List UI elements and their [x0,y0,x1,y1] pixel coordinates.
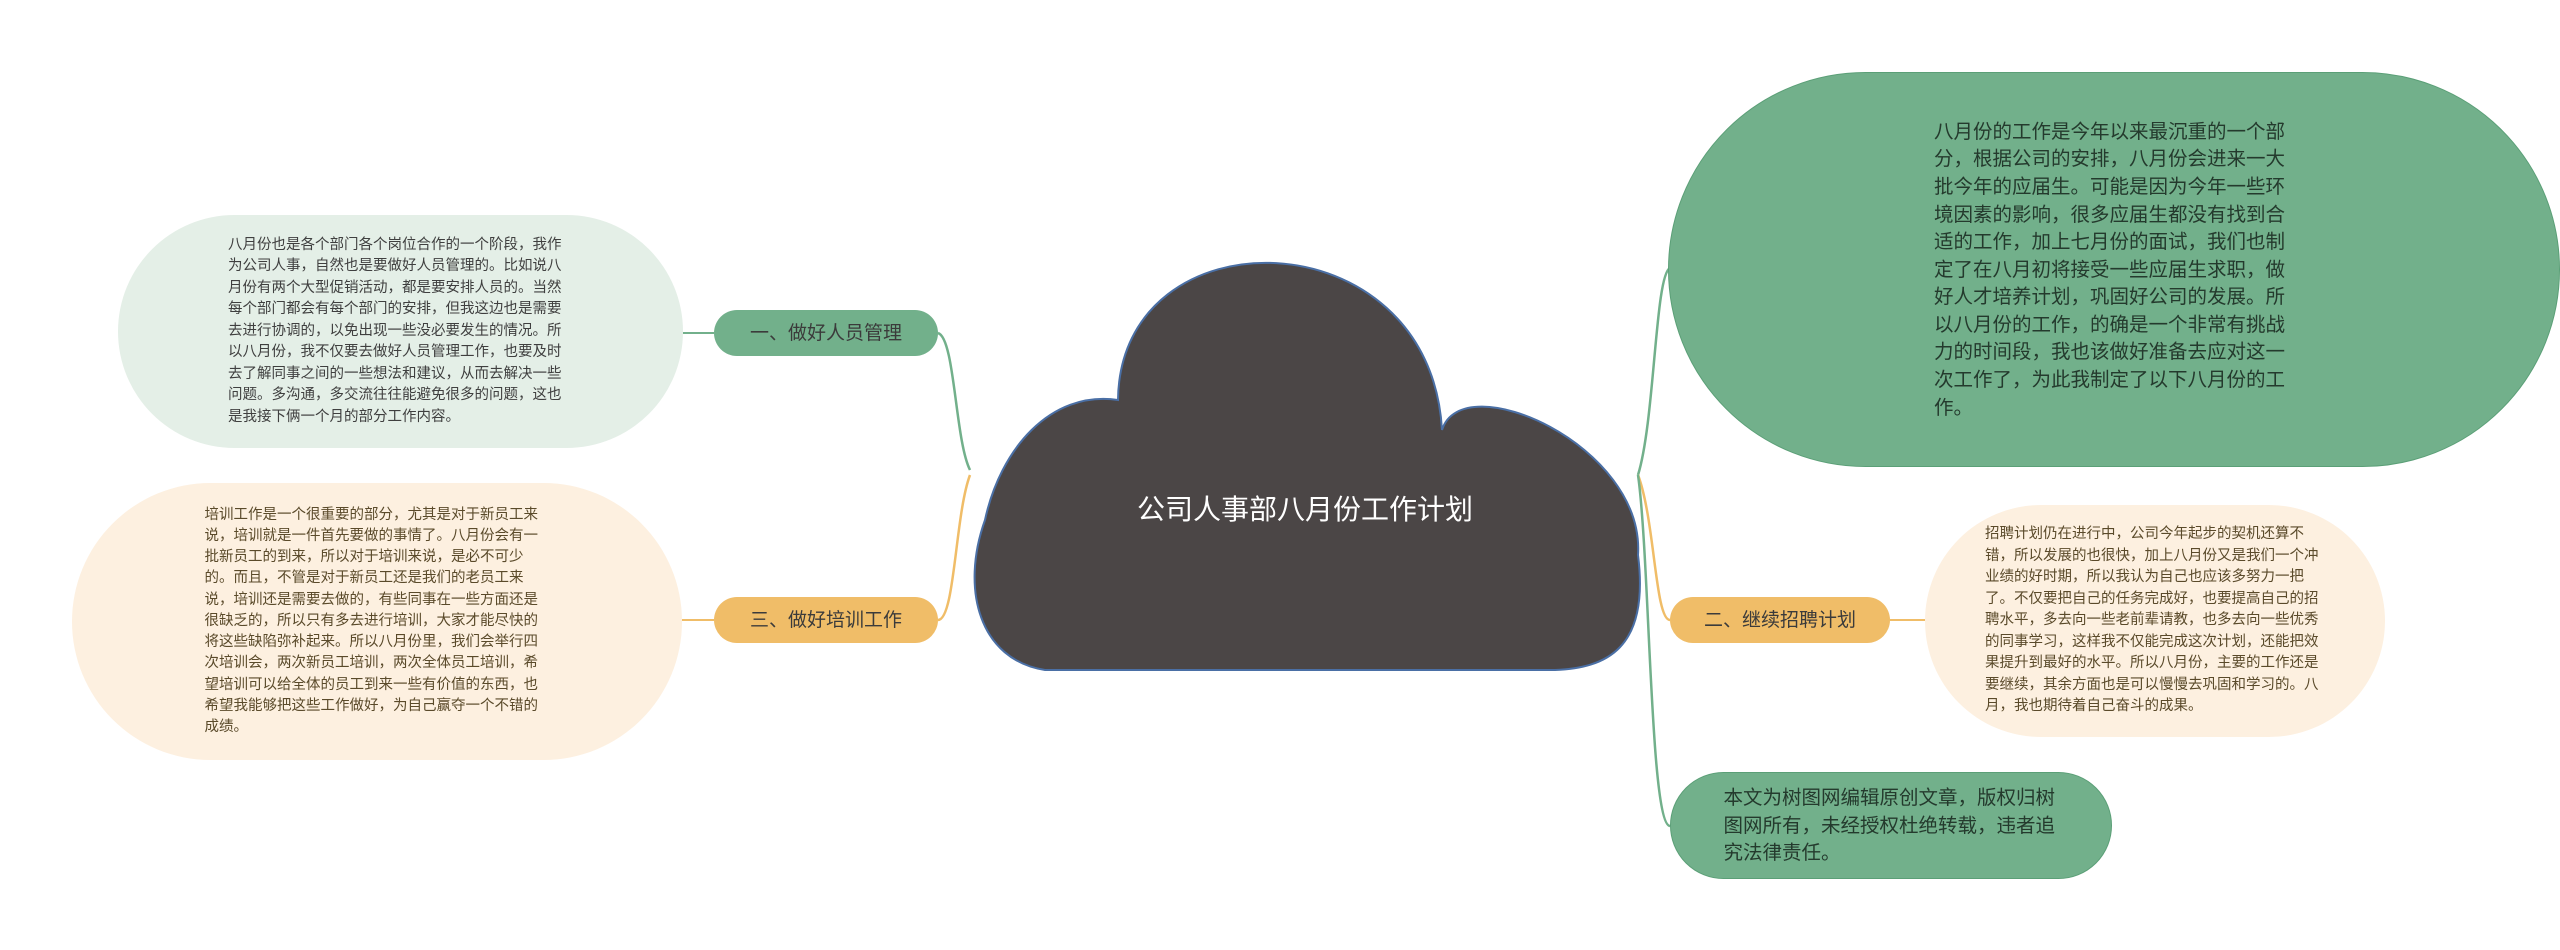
link-center-to-b1 [937,331,972,471]
leaf-training-text: 培训工作是一个很重要的部分，尤其是对于新员工来说，培训就是一件首先要做的事情了。… [204,506,539,735]
leaf-staff-management-text: 八月份也是各个部门各个岗位合作的一个阶段，我作为公司人事，自然也是要做好人员管理… [228,236,562,425]
leaf-training[interactable]: 培训工作是一个很重要的部分，尤其是对于新员工来说，培训就是一件首先要做的事情了。… [72,483,682,760]
leaf-intro[interactable]: 八月份的工作是今年以来最沉重的一个部分，根据公司的安排，八月份会进来一大批今年的… [1668,72,2560,467]
leaf-recruitment-text: 招聘计划仍在进行中，公司今年起步的契机还算不错，所以发展的也很快，加上八月份又是… [1985,526,2319,715]
branch-training[interactable]: 三、做好培训工作 [714,597,938,643]
link-center-to-intro [1636,266,1671,476]
central-cloud-shape [973,261,1641,671]
central-topic[interactable]: 公司人事部八月份工作计划 [1136,493,1473,526]
leaf-copyright-note-text: 本文为树图网编辑原创文章，版权归树图网所有，未经授权杜绝转载，违者追究法律责任。 [1723,786,2056,865]
link-center-to-b2 [1636,474,1671,622]
branch-staff-management[interactable]: 一、做好人员管理 [714,310,938,356]
leaf-intro-text: 八月份的工作是今年以来最沉重的一个部分，根据公司的安排，八月份会进来一大批今年的… [1934,119,2286,419]
branch-recruitment[interactable]: 二、继续招聘计划 [1670,597,1890,643]
leaf-copyright-note[interactable]: 本文为树图网编辑原创文章，版权归树图网所有，未经授权杜绝转载，违者追究法律责任。 [1670,772,2112,879]
link-center-to-note [1636,474,1671,828]
link-center-to-b3 [937,474,972,622]
leaf-staff-management[interactable]: 八月份也是各个部门各个岗位合作的一个阶段，我作为公司人事，自然也是要做好人员管理… [118,215,683,448]
leaf-recruitment[interactable]: 招聘计划仍在进行中，公司今年起步的契机还算不错，所以发展的也很快，加上八月份又是… [1925,505,2385,737]
